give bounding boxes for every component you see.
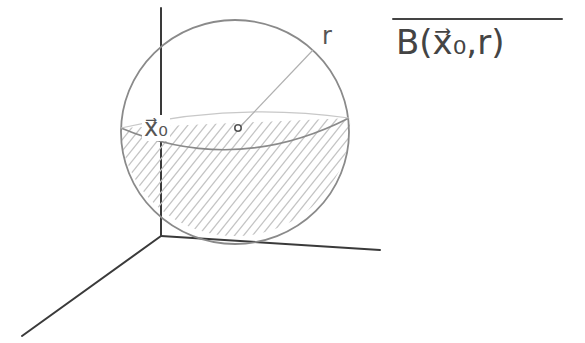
x-axis: [22, 236, 161, 336]
closure-overline: [393, 18, 562, 20]
center-label: x⃗₀: [142, 115, 170, 141]
radius-line: [239, 50, 313, 128]
radius-label: r: [320, 23, 334, 49]
center-point: [235, 125, 241, 131]
shading-hatch: [0, 19, 585, 245]
sphere-circle: [121, 20, 349, 244]
ball-notation: B(x⃗₀,r): [396, 24, 504, 61]
closed-ball: r x⃗₀: [120, 19, 350, 245]
